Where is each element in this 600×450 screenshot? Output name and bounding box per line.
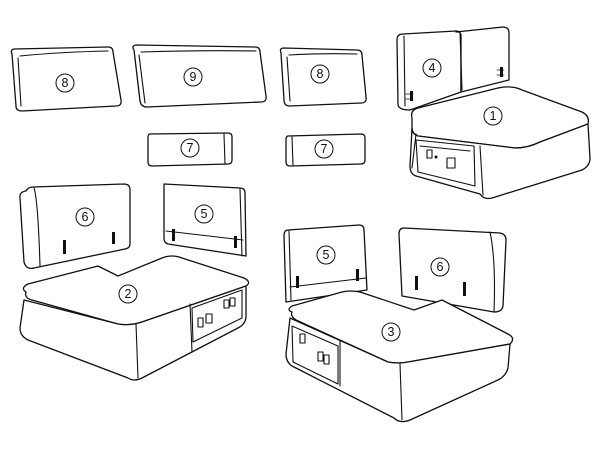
svg-text:1: 1 [490,109,497,123]
part-label-7-right: 7 [314,139,334,159]
part-label-6-left: 6 [75,207,95,227]
svg-text:6: 6 [437,260,444,274]
svg-text:7: 7 [187,141,194,155]
part-label-3: 3 [381,322,401,342]
svg-text:6: 6 [82,210,89,224]
svg-text:9: 9 [190,70,197,84]
seat-module-2: 6 5 2 [19,183,250,381]
backrest-5-right: 5 [283,224,368,303]
svg-text:8: 8 [317,67,324,81]
backrest-6-left: 6 [19,183,131,270]
back-cushion-8-right: 8 [279,47,367,107]
bolster-7-right: 7 [285,133,366,167]
part-label-6-right: 6 [430,257,450,277]
part-label-2: 2 [118,284,138,304]
part-label-5-right: 5 [316,245,336,265]
bolster-7-left: 7 [147,132,233,167]
svg-text:5: 5 [201,207,208,221]
part-label-4: 4 [422,58,442,78]
svg-text:7: 7 [321,142,328,156]
part-label-8-left: 8 [55,73,75,93]
back-cushion-8-left: 8 [10,46,122,112]
back-cushion-9: 9 [132,44,267,108]
svg-text:3: 3 [388,325,395,339]
seat-module-1: 4 1 [396,26,591,200]
svg-text:2: 2 [125,287,132,301]
part-label-7-left: 7 [180,138,200,158]
backrest-4: 4 [396,26,510,111]
svg-text:8: 8 [62,76,69,90]
backrest-5-left: 5 [163,183,247,257]
part-label-8-right: 8 [310,64,330,84]
svg-text:5: 5 [323,248,330,262]
backrest-6-right: 6 [398,227,507,313]
seat-module-3: 5 6 3 [283,224,514,423]
part-label-9: 9 [183,67,203,87]
svg-text:4: 4 [429,61,436,75]
part-label-1: 1 [483,106,503,126]
part-label-5-left: 5 [194,204,214,224]
